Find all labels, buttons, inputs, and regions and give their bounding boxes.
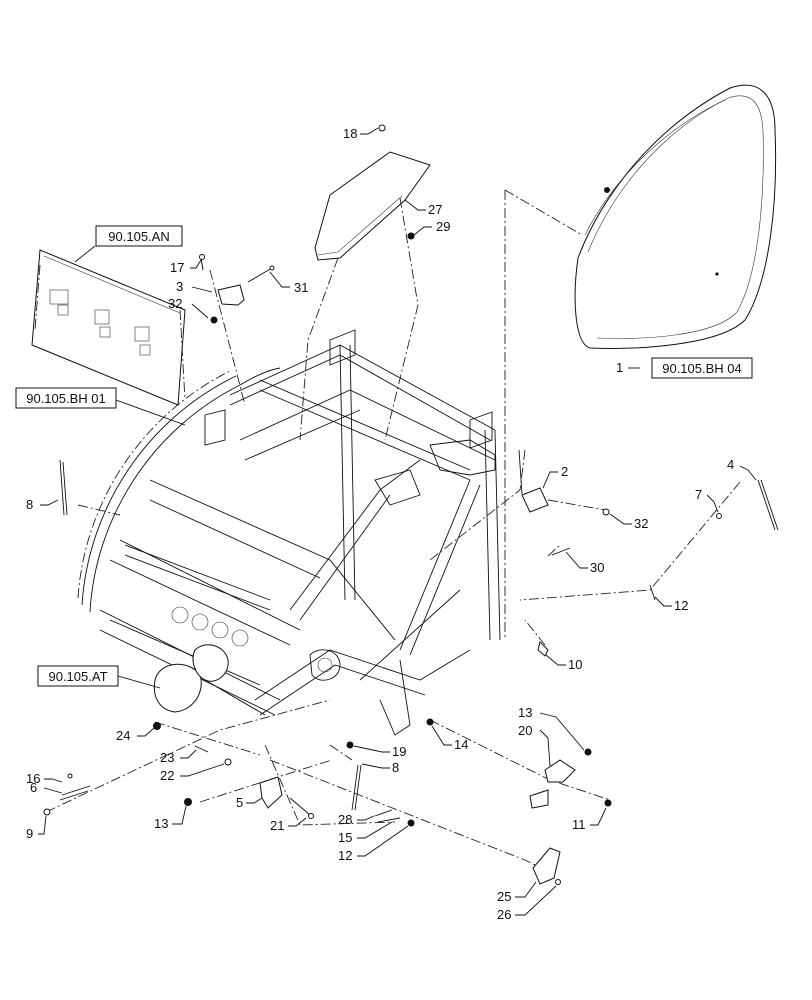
- callout: 14: [454, 737, 468, 752]
- callout: 13: [518, 705, 532, 720]
- callout: 4: [727, 457, 734, 472]
- top-shield: [314, 151, 431, 261]
- ref-label: 90.105.BH 04: [662, 361, 742, 376]
- callout: 15: [338, 830, 352, 845]
- ref-label: 90.105.BH 01: [26, 391, 106, 406]
- callout: 20: [518, 723, 532, 738]
- callout: 18: [343, 126, 357, 141]
- callout: 25: [497, 889, 511, 904]
- callout: 3: [176, 279, 183, 294]
- callout: 27: [428, 202, 442, 217]
- callout: 13: [154, 816, 168, 831]
- callout: 1: [616, 360, 623, 375]
- callout: 17: [170, 260, 184, 275]
- callout: 23: [160, 750, 174, 765]
- callout: 7: [695, 487, 702, 502]
- callout: 6: [30, 780, 37, 795]
- hardware: [43, 124, 779, 885]
- leader-lines: [38, 127, 757, 916]
- callout: 11: [572, 817, 586, 832]
- side-shield: [574, 84, 777, 349]
- callout: 30: [590, 560, 604, 575]
- callout: 22: [160, 768, 174, 783]
- callout: 26: [497, 907, 511, 922]
- callout: 12: [338, 848, 352, 863]
- reference-box-at[interactable]: 90.105.AT: [37, 665, 119, 687]
- reference-box-bh04[interactable]: 90.105.BH 04: [651, 357, 753, 379]
- callout: 21: [270, 818, 284, 833]
- main-frame: [77, 329, 501, 736]
- callout: 16: [26, 771, 40, 786]
- callout: 2: [561, 464, 568, 479]
- callout: 31: [294, 280, 308, 295]
- ref-label: 90.105.AN: [108, 229, 169, 244]
- callout: 8: [392, 760, 399, 775]
- callout: 12: [674, 598, 688, 613]
- callout: 32: [634, 516, 648, 531]
- reference-box-an[interactable]: 90.105.AN: [95, 225, 183, 247]
- callout: 32: [168, 296, 182, 311]
- reference-box-bh01[interactable]: 90.105.BH 01: [15, 387, 117, 409]
- callout: 19: [392, 744, 406, 759]
- front-panel: [31, 249, 186, 406]
- callout: 8: [26, 497, 33, 512]
- callout: 29: [436, 219, 450, 234]
- callout: 10: [568, 657, 582, 672]
- callout: 24: [116, 728, 130, 743]
- callout: 28: [338, 812, 352, 827]
- callout: 9: [26, 826, 33, 841]
- callout: 5: [236, 795, 243, 810]
- callout-labels: 18 27 29 17 3 31 32 1 2 32 4 7 8 30 12 1…: [26, 126, 734, 922]
- ref-label: 90.105.AT: [48, 669, 107, 684]
